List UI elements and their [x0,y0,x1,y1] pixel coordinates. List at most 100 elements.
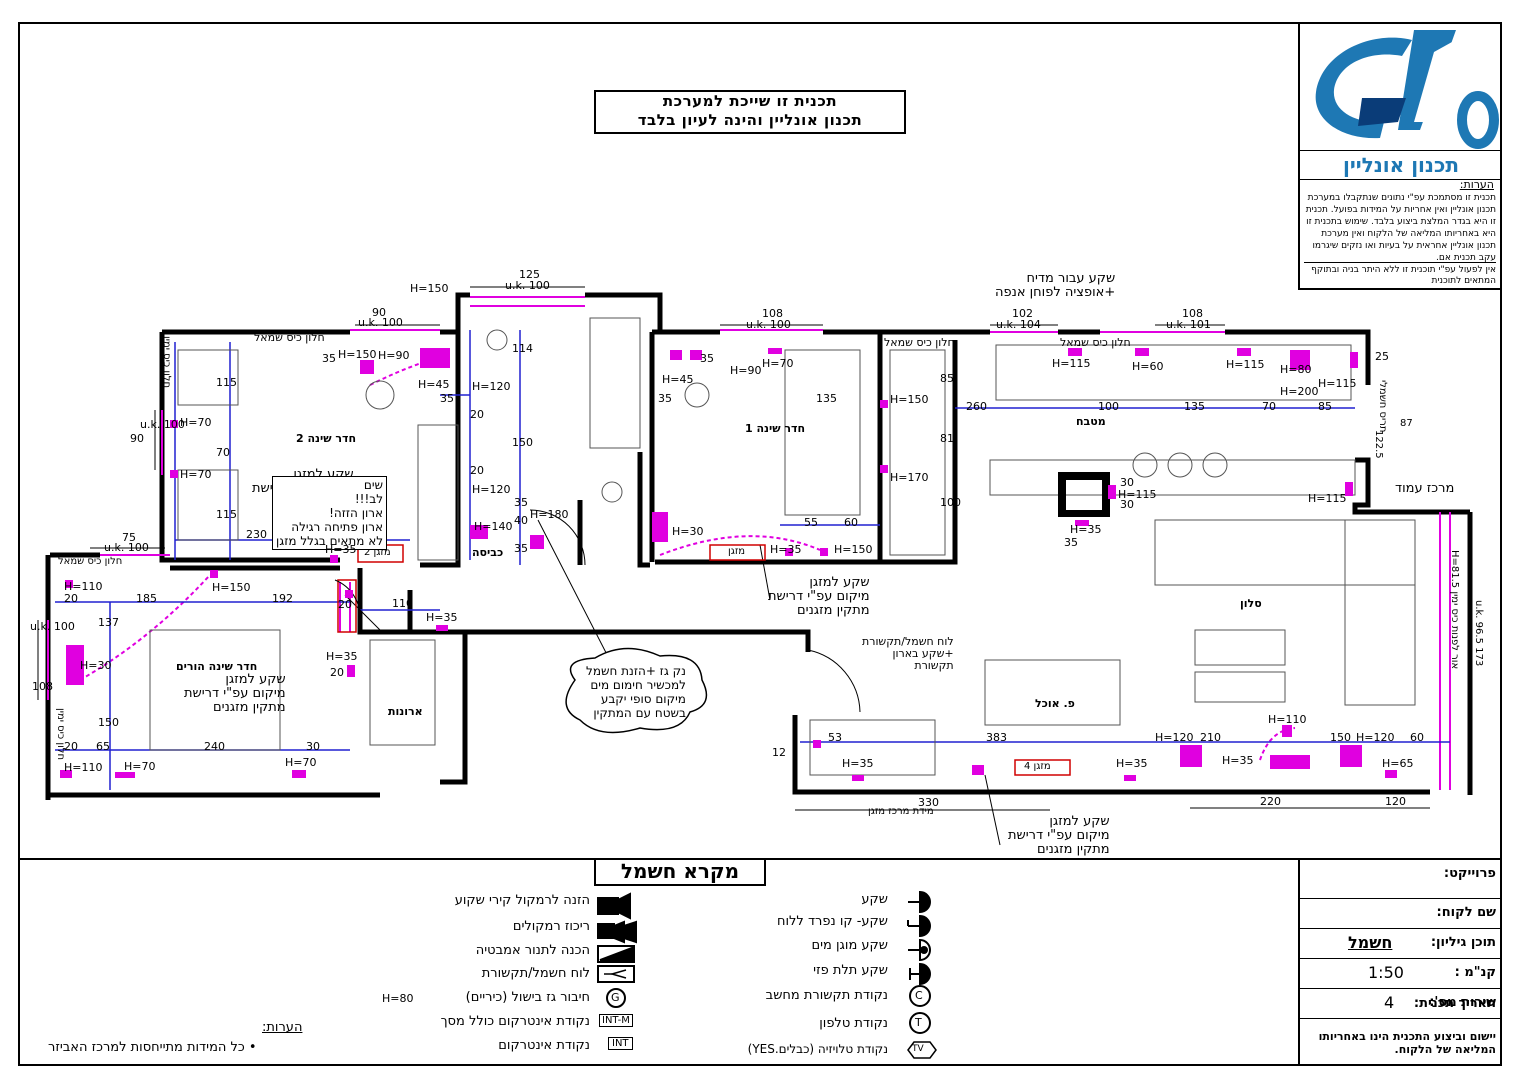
socket-marker [1124,775,1136,781]
shutter-dim-87: 87 [1400,418,1413,429]
height-label: H=45 [418,378,450,391]
dim-label: 85 [1318,400,1332,413]
dim-label: 65 [96,740,110,753]
legend-gas-height: H=80 [382,992,414,1005]
dim-label: 110 [392,597,413,610]
window-label-living-east: אור לפנות כיס ימין H=81.5 [1449,550,1460,670]
height-label: H=200 [1280,385,1319,398]
ac-label-living: מזגן 4 [1024,761,1051,772]
dim-label: 35 [700,352,714,365]
dim-label: 20 [470,408,484,421]
dim-label: 81 [940,432,954,445]
socket-marker [436,625,448,631]
title-notes-body: תכנית זו מסתמכת עפ"י נתונים שנתקבלו במער… [1305,193,1496,263]
gas-marker [530,535,544,549]
height-label: H=150 [890,393,929,406]
height-label: H=110 [1268,713,1307,726]
dim-label: 35 [1064,536,1078,549]
door-swings [334,509,861,713]
dim-label: 108 [32,680,53,693]
socket-marker [768,348,782,354]
bottom-notes-body: • כל המידות מתייחסות למרכז האביזר [48,1040,257,1055]
dim-label: 115 [216,376,237,389]
title-notes-header: הערות: [1459,178,1494,191]
furniture [149,317,1416,776]
legend-symbols-right [907,890,937,1059]
socket-marker [420,348,450,368]
dim-label: 70 [216,446,230,459]
dim-label: 135 [1184,400,1205,413]
height-label: H=115 [1226,358,1265,371]
dim-label: 20 [64,740,78,753]
dim-label: u.k. 104 [996,318,1041,331]
project-table: פרוייקט: שם לקוח: תוכן גיליון: חשמל קנ"מ… [1298,858,1502,1066]
dim-label: 60 [844,516,858,529]
height-label: H=35 [770,543,802,556]
height-label: H=150 [834,543,873,556]
height-label: H=115 [1308,492,1347,505]
dim-label: 210 [1200,731,1221,744]
dim-label: 35 [658,392,672,405]
dim-label: 35 [440,392,454,405]
dim-label: 30 [1120,498,1134,511]
legend-item-speaker-hub: ריכוז רמקולים [512,919,590,934]
dim-label: 137 [98,616,119,629]
height-label: H=140 [474,520,513,533]
dim-label: 70 [1262,400,1276,413]
socket-marker [330,555,338,563]
title-notes-footer: אין לפעול עפ"י תוכנית זו ללא היתר בניה ו… [1304,262,1496,287]
height-label: H=35 [1222,754,1254,767]
tv-point-marker [652,512,668,542]
height-label: H=35 [1116,757,1148,770]
socket-marker [852,775,864,781]
ownership-note: תכנית זו שייכת למערכת תכנון אונליין והינ… [594,90,906,134]
dim-label: 55 [804,516,818,529]
window-label-bedroom1: חלון כיס שמאל [884,336,955,349]
scale-row: קנ"מ : 1:50 [1300,958,1502,989]
socket-marker [345,590,353,598]
legend-item-intercom: נקודת אינטרקום [498,1038,590,1053]
dim-label: 192 [272,592,293,605]
socket-marker [670,350,682,360]
legend-symbol-int: INT [608,1037,633,1050]
legend-item-intercom-screen: נקודת אינטרקום כולל מסך [440,1014,590,1029]
socket-marker [880,400,888,408]
socket-marker [690,350,702,360]
dim-label: 230 [246,528,267,541]
walls [45,292,1473,800]
company-logo-icon [1315,30,1499,149]
service-row: שירות מס': 4 [1300,988,1502,1019]
dimension-lines [55,330,1450,790]
socket-marker [820,548,828,556]
height-label: H=110 [64,580,103,593]
height-label: H=70 [285,756,317,769]
height-label: H=150 [338,348,377,361]
legend-item-phone-point: נקודת טלפון [819,1016,888,1031]
dim-label: 150 [512,436,533,449]
height-label: H=35 [842,757,874,770]
height-label: H=120 [472,380,511,393]
window-label-parents: חלון כיס שמאל [58,556,123,567]
window-label-kitchen: חלון כיס שמאל [1060,336,1131,349]
dim-label: 12 [772,746,786,759]
legend-symbol-g: G [611,991,620,1004]
dim-label: 75 [122,531,136,544]
dim-label: 120 [1385,795,1406,808]
dim-label: 85 [940,372,954,385]
socket-marker [880,465,888,473]
dim-label: 53 [828,731,842,744]
dim-label: 35 [322,352,336,365]
room-label-parents: חדר שינה הורים [176,660,258,673]
room-label-living: סלון [1240,597,1262,610]
ac-markers [337,544,1071,776]
socket-marker [1075,520,1089,526]
height-label: H=35 [426,611,458,624]
dim-label: 125 [519,268,540,281]
ac-callout-parents: שקע למזגן מיקום עפ"י דרישת מתקין מזגנים [184,672,286,715]
dim-label: 115 [216,508,237,521]
dishwasher-callout: שקע עבור מדיח +אופציה לפוחן אנפה [995,271,1116,300]
height-label: H=180 [530,508,569,521]
dim-label: 150 [1330,731,1351,744]
closet-warning-note: שים לב!!! ארון הזזה! ארון פתיחה רגילה לא… [272,476,388,550]
